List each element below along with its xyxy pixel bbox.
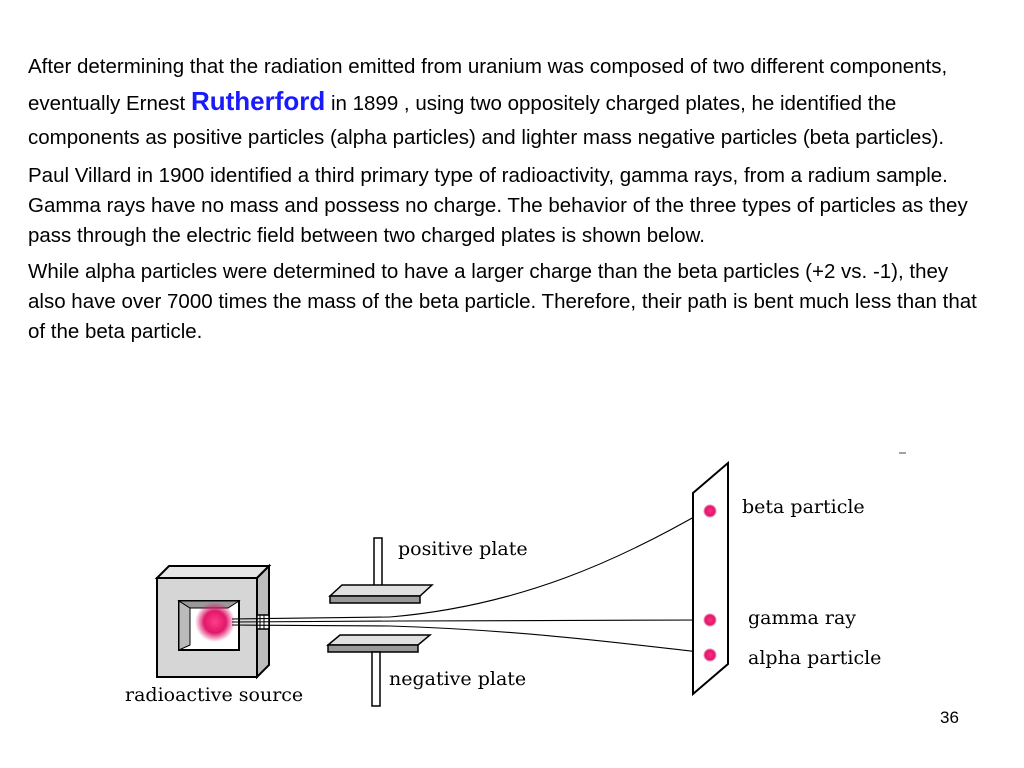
positive-plate-label: positive plate <box>398 538 528 560</box>
paragraph-1-start: After determining that the radiation emi… <box>28 55 948 115</box>
radioactivity-diagram: positive plate negative plate radioactiv… <box>125 452 906 707</box>
negative-plate-label: negative plate <box>389 668 526 690</box>
gamma-impact-spot <box>703 613 717 627</box>
text-block: After determining that the radiation emi… <box>28 50 988 353</box>
beta-impact-spot <box>703 504 717 518</box>
alpha-impact-spot <box>703 648 717 662</box>
paragraph-rutherford: After determining that the radiation emi… <box>28 50 988 155</box>
radioactive-sample-glow <box>195 602 235 642</box>
negative-plate <box>325 634 433 707</box>
paragraph-alpha-beta: While alpha particles were determined to… <box>28 260 977 343</box>
paragraph-1-end: in 1899 , using two oppositely charged p… <box>28 92 945 149</box>
beta-particle-label: beta particle <box>742 496 865 518</box>
radioactive-source-label: radioactive source <box>125 684 303 706</box>
positive-plate <box>328 537 434 604</box>
detection-screen <box>692 460 729 697</box>
beams <box>231 508 709 654</box>
gamma-ray-label: gamma ray <box>748 607 856 629</box>
rutherford-name: Rutherford <box>190 86 326 116</box>
alpha-particle-label: alpha particle <box>748 647 881 669</box>
page-number: 36 <box>940 708 959 727</box>
paragraph-villard: Paul Villard in 1900 identified a third … <box>28 164 968 247</box>
